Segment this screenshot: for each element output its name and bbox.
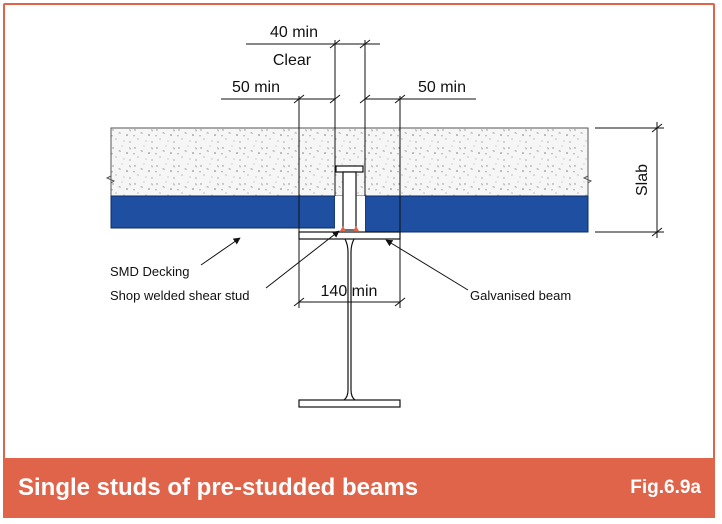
dim-flange-140: 140 min [321, 283, 378, 300]
figure-frame [3, 3, 715, 518]
decking-left [110, 195, 336, 229]
dim-left-50: 50 min [232, 79, 280, 96]
figure-number: Fig.6.9a [630, 477, 701, 498]
figure-title: Single studs of pre-studded beams [18, 474, 419, 501]
label-beam: Galvanised beam [470, 288, 571, 303]
leader-lines [200, 230, 469, 291]
shear-stud-shank [342, 171, 357, 231]
beam-bottom-flange [298, 399, 401, 408]
dim-right-50: 50 min [418, 79, 466, 96]
shear-stud-head [335, 165, 364, 173]
weld-right [353, 226, 359, 231]
beam-top-flange [298, 231, 401, 240]
dim-slab: Slab [634, 164, 651, 196]
slab-break-left [105, 175, 116, 184]
caption-bar: Single studs of pre-studded beams Fig.6.… [3, 458, 715, 518]
dim-clear-value: 40 min [270, 24, 318, 41]
label-stud: Shop welded shear stud [110, 288, 249, 303]
beam-web [343, 238, 356, 401]
dimension-lines [221, 39, 664, 308]
dim-clear-word: Clear [273, 52, 312, 69]
label-decking: SMD Decking [110, 264, 189, 279]
slab-break-right [582, 175, 593, 184]
decking-right [364, 195, 589, 233]
weld-left [340, 226, 346, 231]
